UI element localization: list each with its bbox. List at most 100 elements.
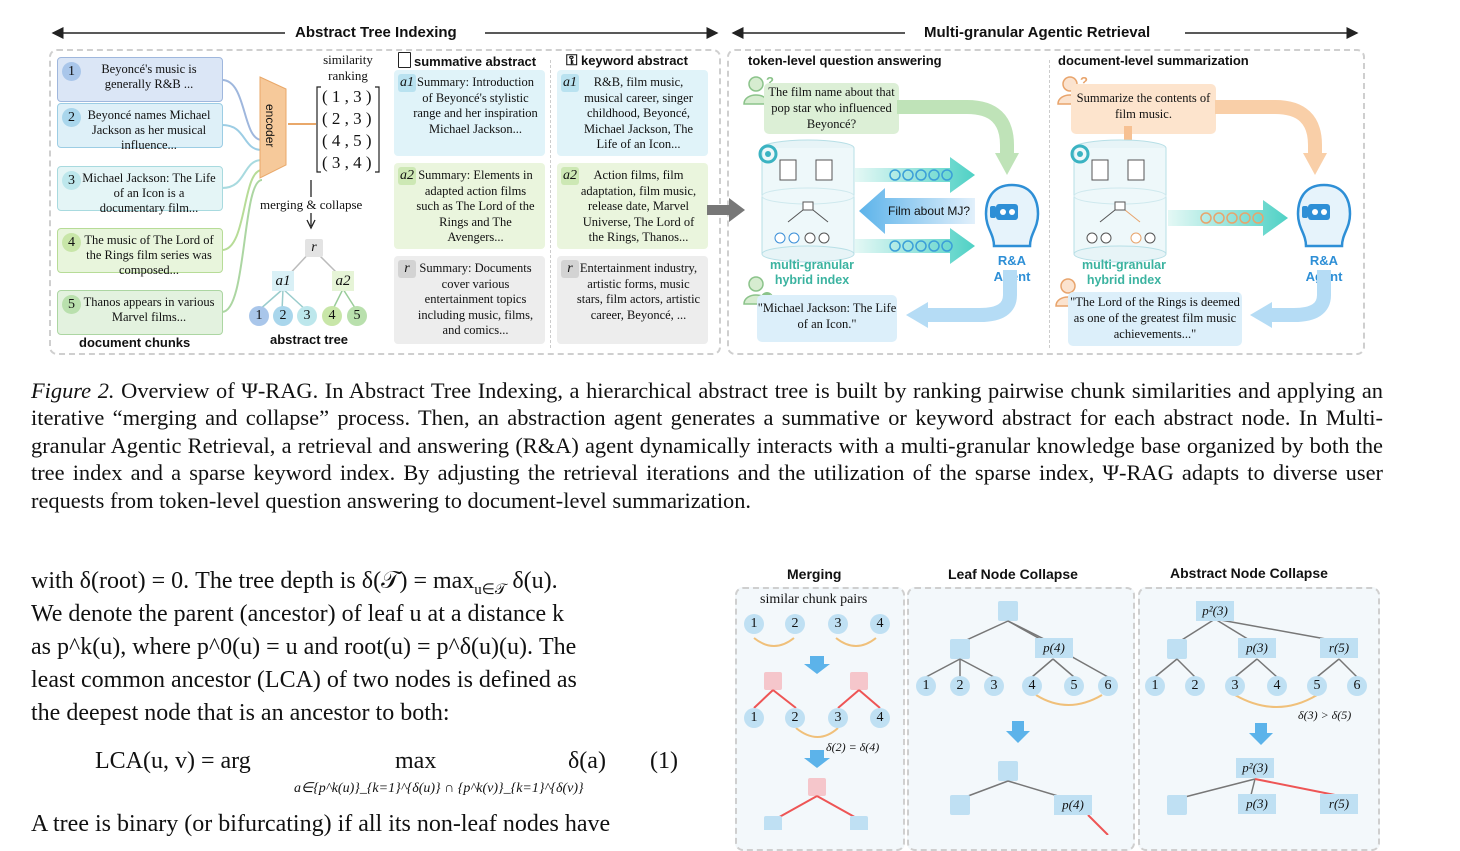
abstract-text: R&B, film music, musical career, singer … [583,75,694,152]
body-line-1: with δ(root) = 0. The tree depth is δ(𝒯)… [31,565,687,607]
abstract-tree-label: abstract tree [270,332,349,347]
svg-text:?: ? [1080,74,1088,89]
hybrid-index-cylinder [761,139,855,263]
eq-number: (1) [650,748,678,774]
chunks-label: document chunks [79,335,191,350]
summative-a1: a1 Summary: Introduction of Beyoncé's st… [394,70,545,156]
svg-text:?: ? [766,74,774,89]
body-line-4: least common ancestor (LCA) of two nodes… [31,667,577,693]
leaf-collapse-diagram [925,601,1109,835]
gear-icon [758,144,778,164]
encoder-shape [259,76,287,179]
a-node-5: 5 [1307,676,1327,696]
tree-leaf-2: 2 [273,306,293,326]
m2-node-1: 1 [744,708,764,728]
tree-root: r [305,239,323,257]
panel-transition-arrow [707,198,745,222]
summary-answer-bubble: "The Lord of the Rings is deemed as one … [1068,292,1242,346]
m2-node-4: 4 [870,708,890,728]
retrieval-divider [1049,60,1050,348]
l-node-1: 1 [916,676,936,696]
abstract-text: Entertainment industry, artistic forms, … [576,261,701,322]
chunk-text: Michael Jackson: The Life of an Icon is … [82,171,216,215]
p3-node-2: p(3) [1238,794,1276,814]
m-node-3: 3 [828,614,848,634]
section-title-indexing: Abstract Tree Indexing [295,24,457,41]
chunk-text: The music of The Lord of the Rings film … [84,233,214,277]
pair-2: ( 2 , 3 ) [322,109,372,128]
abstract-collapse-diagram [1154,618,1358,815]
token-level-title: token-level question answering [748,53,942,68]
a-node-6: 6 [1347,676,1367,696]
caption-text: Overview of Ψ-RAG. In Abstract Tree Inde… [31,378,1383,513]
keyword-title-text: keyword abstract [581,53,688,68]
keyword-a2: a2 Action films, film adaptation, film m… [557,163,708,249]
leaf-collapse-title: Leaf Node Collapse [948,566,1078,582]
hybrid-index-label: multi-granular hybrid index [769,258,855,287]
p4-node: p(4) [1035,638,1073,658]
body-line-6: A tree is binary (or bifurcating) if all… [31,811,611,837]
chunk-number: 2 [62,108,81,127]
caption-label: Figure 2. [31,378,115,403]
l-node-6: 6 [1098,676,1118,696]
pair-4: ( 3 , 4 ) [322,153,372,172]
l-node-5: 5 [1064,676,1084,696]
keyword-a1: a1 R&B, film music, musical career, sing… [557,70,708,156]
abstract-divider [550,60,551,348]
eq-subscript: a∈{p^k(u)}_{k=1}^{δ(u)} ∩ {p^k(v)}_{k=1}… [294,781,584,796]
abstract-text: Summary: Documents cover various enterta… [417,261,534,338]
chunk-connectors [222,79,263,313]
merging-diagram [753,637,881,830]
tree-node-a2: a2 [332,271,354,291]
hybrid-index-label-2: multi-granular hybrid index [1081,258,1167,287]
p2-3-node: p²(3) [1196,601,1234,621]
agent-to-answer-arrow [906,270,1017,328]
summative-r: r Summary: Documents cover various enter… [394,256,545,344]
answer-bubble: "Michael Jackson: The Life of an Icon." [757,295,897,342]
chunk-text: Beyoncé names Michael Jackson as her mus… [87,108,211,152]
summative-title-text: summative abstract [414,54,537,69]
body-text: δ(u). [506,568,558,594]
body-line-5: the deepest node that is an ancestor to … [31,700,450,726]
robot-agent-icon [984,183,1040,248]
abstract-tag: a2 [398,167,416,185]
hybrid-index-cylinder-2 [1073,139,1167,263]
chunk-text: Thanos appears in various Marvel films..… [83,295,215,324]
summarize-to-agent-arrow [1215,100,1327,175]
chunk-4: 4 The music of The Lord of the Rings fil… [57,228,223,277]
film-about-query: Film about MJ? [888,204,971,218]
p4-node-2: p(4) [1054,795,1092,815]
keyword-title: ⚿ keyword abstract [566,52,688,69]
eq-max: max [395,748,437,774]
eq-left: LCA(u, v) = arg [95,748,251,774]
chunk-number: 5 [62,295,81,314]
question-to-agent-arrow [897,100,1019,175]
question-bubble: The film name about that pop star who in… [764,83,899,134]
summarize-bubble: Summarize the contents of film music. [1071,84,1216,134]
encoder-arrow [288,123,316,125]
p2-3-node-2: p²(3) [1236,758,1274,778]
chunk-2: 2 Beyoncé names Michael Jackson as her m… [57,103,223,152]
doc-level-title: document-level summarization [1058,53,1249,68]
l-node-2: 2 [950,676,970,696]
chunk-3: 3 Michael Jackson: The Life of an Icon i… [57,166,223,215]
abstract-tag: a1 [398,74,416,92]
robot-agent-icon-2 [1296,183,1352,248]
summative-a2: a2 Summary: Elements in adapted action f… [394,163,545,249]
a-node-1: 1 [1145,676,1165,696]
l-node-4: 4 [1022,676,1042,696]
retrieval-arrows [855,157,975,264]
body-text: with δ(root) = 0. The tree depth is δ(𝒯)… [31,568,475,594]
m-node-2: 2 [785,614,805,634]
section-title-retrieval: Multi-granular Agentic Retrieval [924,24,1151,41]
leaf-collapse-panel [907,587,1135,851]
tree-leaf-4: 4 [322,306,342,326]
tree-leaf-1: 1 [249,306,269,326]
retrieval-panel [727,49,1365,355]
tree-node-a1: a1 [272,271,294,291]
m-node-1: 1 [744,614,764,634]
delta-gt-label: δ(3) > δ(5) [1298,708,1352,722]
indexing-panel [49,49,721,355]
merging-collapse-label: merging & collapse [258,197,365,213]
r5-node-2: r(5) [1320,794,1358,814]
